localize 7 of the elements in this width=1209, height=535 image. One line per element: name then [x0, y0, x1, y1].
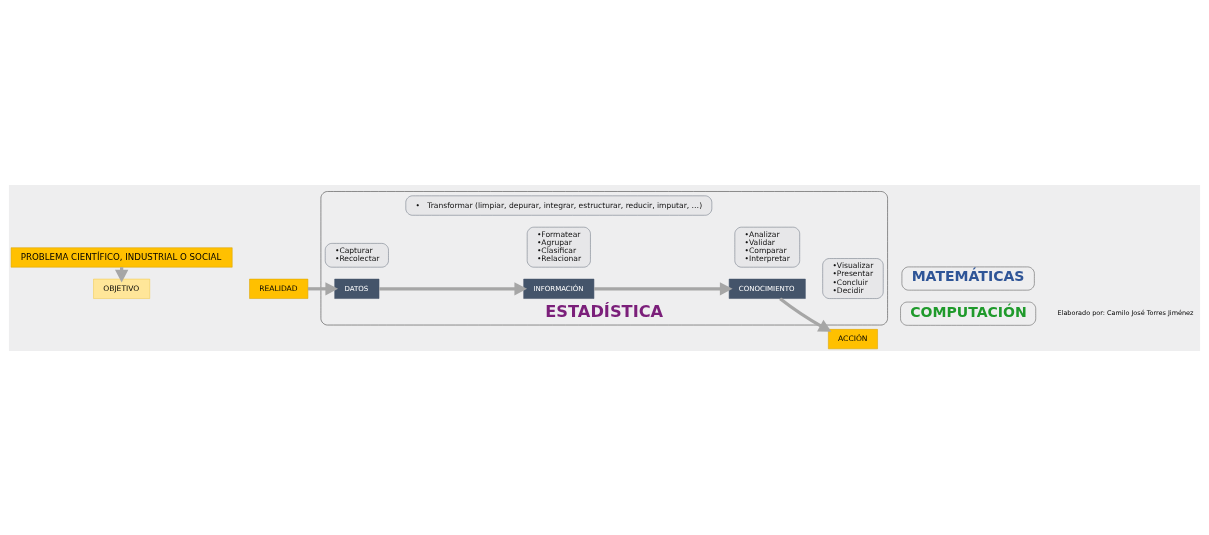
arrow — [379, 281, 528, 295]
node-box: COMPUTACIÓN — [900, 301, 1036, 326]
node-box: MATEMÁTICAS — [901, 266, 1035, 290]
arrow — [779, 296, 832, 332]
arrow — [594, 281, 733, 295]
node-box: PROBLEMA CIENTÍFICO, INDUSTRIAL O SOCIAL — [10, 246, 233, 267]
arrow — [307, 281, 339, 295]
